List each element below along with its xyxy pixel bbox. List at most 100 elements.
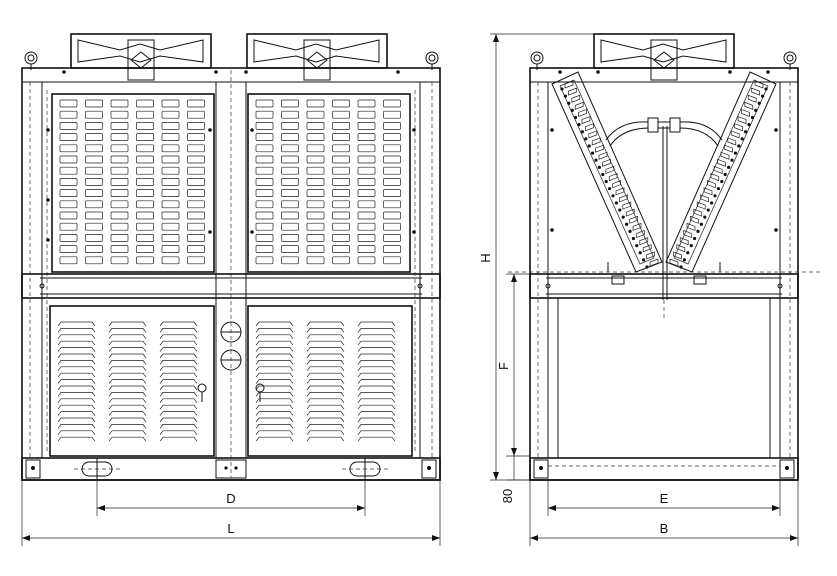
front-fan-left [70,33,212,81]
grille-slot [383,110,401,119]
coil-tube [614,201,619,205]
grille-slot [255,110,274,119]
coil-tube [730,158,734,162]
louver-slat [108,424,147,429]
coil-fin [588,130,598,139]
louver-slat [108,379,147,384]
louver-slat [159,404,198,410]
grille-slot [187,133,205,141]
grille-slot [306,200,325,209]
louver-slat [159,379,198,384]
grille-slot [85,166,103,175]
louver-slat [108,430,147,436]
grille-slot [136,155,154,164]
grille-slot [161,122,180,130]
coil-fin [724,144,733,153]
louver-slat [255,385,294,391]
grille-slot [110,222,129,231]
coil-tube [720,179,724,184]
louver-slat [108,360,147,365]
grille-slot [281,155,299,164]
grille-slot [110,133,129,141]
dimension-e: E [547,480,781,516]
grille-slot [161,110,180,119]
coil-fin [585,123,594,132]
coil-fin [676,244,686,253]
grille-slot [110,110,129,119]
louver-slat [159,340,198,346]
front-door-handle-right [255,383,265,402]
coil-fin [608,173,618,182]
coil-fin [734,123,743,132]
coil-tube [642,258,646,262]
grille-slot [187,99,205,108]
grille-slot [161,245,180,253]
coil-tube [587,144,591,148]
grille-slot [85,144,103,153]
louver-slat [255,372,294,378]
louver-slat [357,340,396,346]
louver-slat [306,379,345,384]
louver-slat [108,366,147,372]
coil-fin [690,215,699,224]
grille-slot [383,166,401,175]
coil-fin [605,165,615,174]
grille-slot [383,155,401,164]
front-door-handle-left [197,383,207,402]
coil-fin [727,137,737,146]
grille-slot [136,234,154,242]
coil-tube [682,258,687,262]
grille-slot [281,200,299,209]
coil-fin [700,194,709,203]
grille-slot [161,178,180,186]
louver-slat [255,347,294,352]
coil-tube [601,172,605,177]
grille-slot [332,178,350,186]
grille-slot [357,166,376,175]
coil-fin [571,94,581,103]
louver-slat [357,360,396,365]
louver-slat [57,353,96,359]
louver-slat [57,340,96,346]
grille-slot [332,211,350,220]
louver-slat [357,417,396,423]
louver-slat [255,417,294,423]
grille-slot [332,110,350,119]
grille-slot [255,234,274,242]
grille-slot [110,178,129,186]
grille-slot [161,133,180,141]
coil-fin [619,194,628,203]
louver-slat [306,404,345,410]
grille-slot [255,245,274,253]
coil-fin [710,173,720,182]
louver-slat [357,372,396,378]
coil-fin [646,251,655,260]
grille-slot [110,166,129,175]
coil-tube [563,94,568,98]
grille-slot [59,245,78,253]
coil-tube [723,172,727,177]
front-middle-rail [21,273,441,299]
grille-slot [187,110,205,119]
louver-slat [255,430,294,436]
grille-slot [85,256,103,265]
grille-slot [255,122,274,130]
louver-slat [357,398,396,404]
grille-slot [255,200,274,209]
louver-slat [57,328,96,333]
front-lifting-eye-left [24,51,38,70]
grille-slot [281,222,299,231]
front-lower-door-right [247,305,413,457]
grille-slot [281,211,299,220]
louver-slat [255,436,294,442]
front-base [21,457,441,481]
coil-tube [645,265,649,269]
grille-slot [110,189,129,197]
grille-slot [59,222,78,231]
grille-slot [161,144,180,153]
grille-slot [85,99,103,108]
bolt [558,70,562,74]
coil-fin [581,116,591,125]
grille-slot [161,166,180,175]
grille-slot [59,99,78,108]
